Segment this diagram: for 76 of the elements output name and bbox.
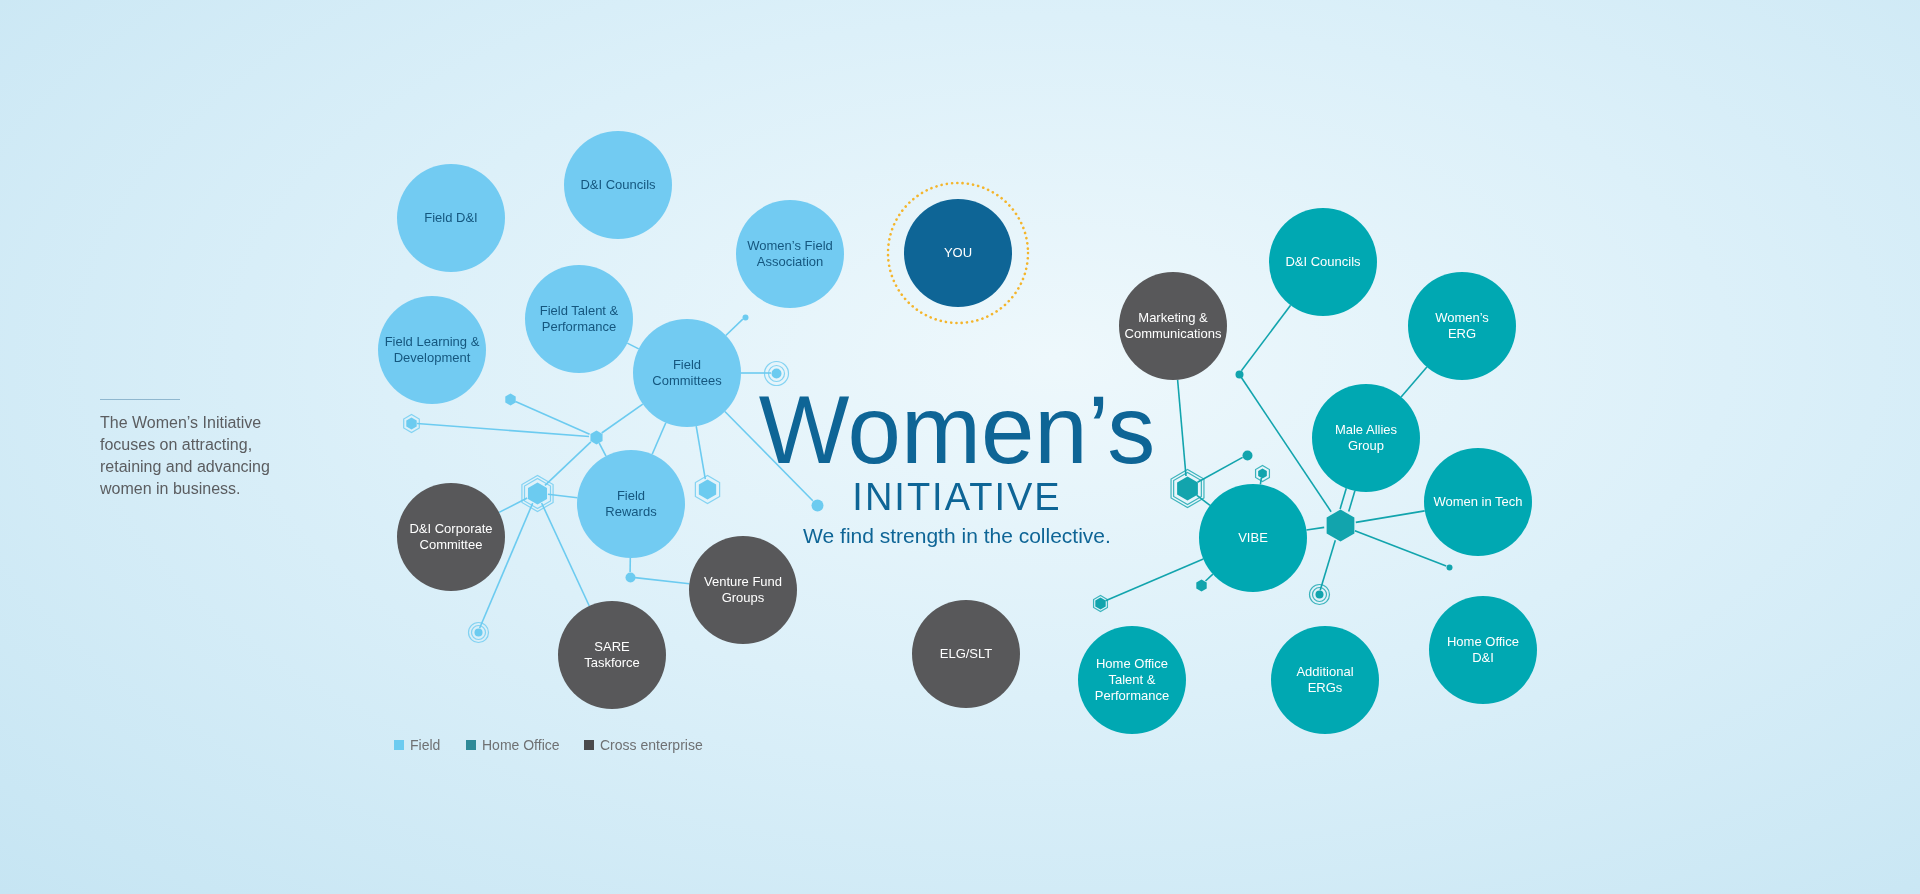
group-name: VIBE <box>1238 530 1268 546</box>
hexagon-icon <box>1193 577 1209 593</box>
hexagon-icon <box>587 428 605 446</box>
group-circle <box>904 199 1012 307</box>
hexagon-icon <box>502 391 518 407</box>
group-name: Women’s ERG <box>1434 310 1490 342</box>
connector-line <box>724 410 814 502</box>
group-name: D&I Councils <box>1285 254 1361 270</box>
group-name: Marketing & Communications <box>1123 310 1223 342</box>
connector-line <box>1196 456 1244 483</box>
hexagon-icon <box>400 412 422 434</box>
target-icon <box>1307 582 1331 606</box>
connector-line <box>1259 477 1263 486</box>
connector-line <box>1339 487 1348 510</box>
tagline-text: We find strength in the collective. <box>803 525 1111 547</box>
connector-line <box>1319 539 1337 591</box>
target-icon <box>466 620 490 644</box>
connector-line <box>478 502 534 630</box>
connector-line <box>1354 530 1447 567</box>
connector-line <box>1104 558 1205 602</box>
connector-line <box>1355 510 1426 524</box>
connector-line <box>626 342 640 350</box>
connector-line <box>600 403 644 434</box>
group-name: ELG/SLT <box>939 646 993 662</box>
group-name: YOU <box>943 245 973 261</box>
connector-line <box>634 576 691 585</box>
connector-line <box>629 557 632 573</box>
group-name: Home Office Talent & Performance <box>1093 656 1171 704</box>
group-name: Home Office D&I <box>1446 634 1520 666</box>
dot-icon <box>623 570 637 584</box>
group-name: Field Rewards <box>604 488 658 520</box>
connector-line <box>1305 526 1325 531</box>
group-name: Field Learning & Development <box>383 334 481 366</box>
connector-line <box>1195 494 1211 507</box>
subtitle-text: INITIATIVE <box>852 478 1062 516</box>
connector-line <box>1204 573 1214 582</box>
connector-line <box>1400 366 1428 398</box>
intro-paragraph: The Women’s Initiative focuses on attracting, retaining and advancing women in business. <box>100 413 271 499</box>
connector-line <box>416 422 590 438</box>
target-icon <box>762 359 790 387</box>
group-name: Male Allies Group <box>1333 422 1399 454</box>
connector-line <box>598 442 607 457</box>
title-text: Women’s <box>758 382 1156 478</box>
group-name: Field Committees <box>651 357 723 389</box>
legend-label: Home Office <box>482 736 560 754</box>
connector-line <box>725 318 744 337</box>
connector-line <box>695 425 707 480</box>
group-name: Venture Fund Groups <box>702 574 784 606</box>
group-name: Women in Tech <box>1433 494 1523 510</box>
group-name: Field Talent & Performance <box>538 303 620 335</box>
hexagon-icon <box>1252 463 1272 483</box>
connector-line <box>1240 304 1292 372</box>
group-name: Field D&I <box>424 210 478 226</box>
connector-line <box>1347 490 1356 513</box>
group-name: D&I Councils <box>580 177 656 193</box>
connector-line <box>1240 376 1332 513</box>
group-name: D&I Corporate Committee <box>408 521 494 553</box>
connector-line <box>540 502 591 607</box>
connector-line <box>651 421 667 456</box>
dot-icon <box>809 497 825 513</box>
group-name: SARE Taskforce <box>583 639 641 671</box>
dot-icon <box>1233 368 1245 380</box>
connector-line <box>740 372 772 374</box>
connector-line <box>498 497 528 514</box>
group-name: Additional ERGs <box>1295 664 1355 696</box>
connector-line <box>1176 379 1187 477</box>
group-name: Women’s Field Association <box>746 238 834 270</box>
connector-line <box>544 441 592 487</box>
legend-label: Field <box>410 736 441 754</box>
connector-line <box>514 400 591 435</box>
legend-label: Cross enterprise <box>600 736 703 754</box>
dot-icon <box>740 312 750 322</box>
connector-line <box>547 493 579 499</box>
hexagon-icon <box>1090 593 1110 613</box>
dot-icon <box>1444 562 1454 572</box>
dot-icon <box>1240 448 1254 462</box>
